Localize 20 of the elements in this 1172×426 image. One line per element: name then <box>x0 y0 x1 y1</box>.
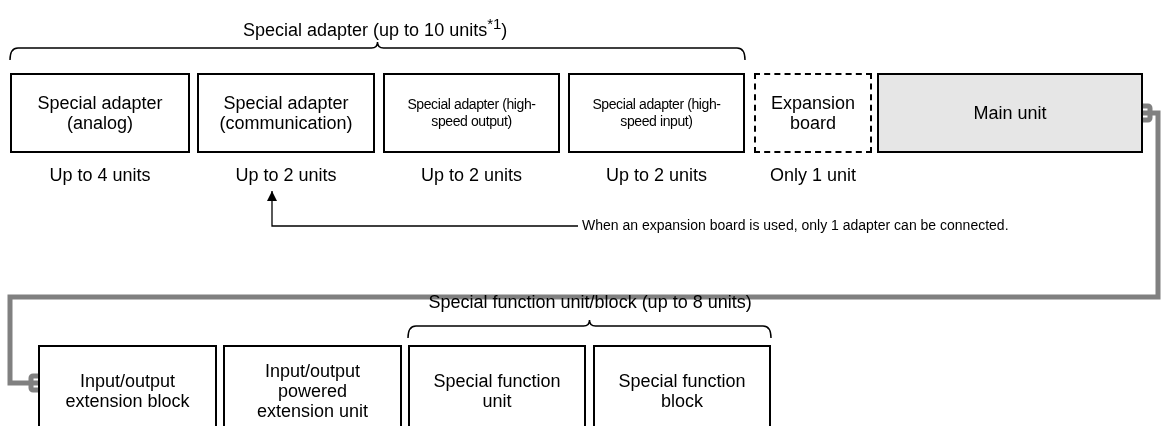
cable-line <box>7 103 1161 393</box>
unit-box: Special adapter (analog) <box>10 73 190 153</box>
group-heading: Special function unit/block (up to 8 units) <box>428 292 752 312</box>
unit-count-text: Up to 2 units <box>419 165 524 185</box>
unit-box: Special function unit <box>408 345 586 426</box>
dashed-unit-box: Expansion board <box>754 73 872 153</box>
unit-box: Special function block <box>593 345 771 426</box>
unit-box: Special adapter (high-speed input) <box>568 73 745 153</box>
unit-box: Special adapter (communication) <box>197 73 375 153</box>
group-heading: Special adapter (up to 10 units$^{*1}$) <box>243 14 508 40</box>
note-text: When an expansion board is used, only 1 adapter can be connected. <box>582 217 1162 235</box>
unit-box: Input/output extension block <box>38 345 217 426</box>
unit-box: Input/output powered extension unit <box>223 345 402 426</box>
unit-count-text: Up to 2 units <box>234 165 338 185</box>
unit-count-text: Only 1 unit <box>768 165 857 185</box>
unit-box: Special adapter (high-speed output) <box>383 73 560 153</box>
arrow <box>267 190 579 227</box>
main-unit-box: Main unit <box>877 73 1143 153</box>
unit-count-text: Up to 2 units <box>604 165 709 185</box>
unit-count-text: Up to 4 units <box>48 165 152 185</box>
